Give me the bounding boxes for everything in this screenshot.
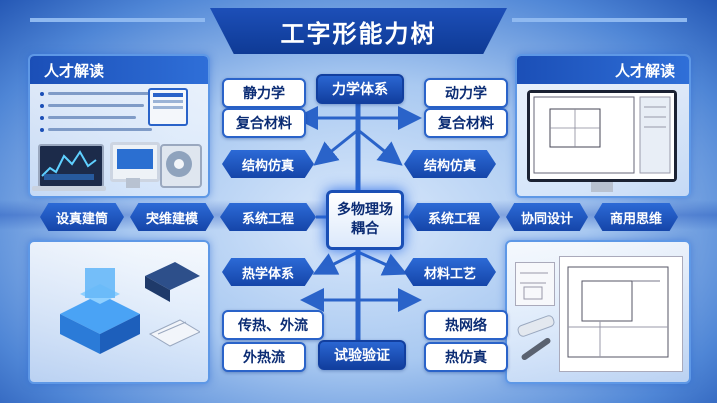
top-right-node-3: 结构仿真 — [404, 150, 496, 178]
fan-icon — [166, 151, 192, 177]
title-wing-right — [512, 18, 687, 22]
laptop-chart-image — [38, 144, 104, 188]
bottom-tree-root: 试验验证 — [318, 340, 406, 370]
flow-step-right-3: 商用思维 — [594, 203, 678, 231]
chart-icon — [41, 150, 97, 180]
monitor-stand — [591, 182, 613, 192]
bottom-left-node-3: 外热流 — [222, 342, 306, 372]
bullet-dot — [40, 104, 44, 108]
text-line — [48, 128, 152, 131]
top-left-node-3: 结构仿真 — [222, 150, 314, 178]
monitor-stand — [126, 178, 140, 188]
left-talent-panel: 人才解读 — [28, 54, 210, 198]
title-wing-left — [30, 18, 205, 22]
left-panel-body — [30, 84, 208, 194]
text-line — [48, 92, 158, 95]
top-left-node-2: 复合材料 — [222, 108, 306, 138]
top-left-node-1: 静力学 — [222, 78, 306, 108]
isometric-models — [60, 262, 200, 354]
bottom-left-node-1: 热学体系 — [222, 258, 314, 286]
blueprint-drawing — [533, 96, 671, 174]
page-title: 工字形能力树 — [280, 19, 437, 48]
bottom-right-node-1: 材料工艺 — [404, 258, 496, 286]
top-right-node-2: 复合材料 — [424, 108, 508, 138]
laptop-base — [32, 186, 106, 191]
floorplan-drawing — [559, 256, 683, 372]
sketch-sheet — [515, 262, 555, 306]
bottom-right-node-3: 热仿真 — [424, 342, 508, 372]
desktop-monitor-image — [110, 142, 160, 182]
title-banner: 工字形能力树 — [210, 8, 507, 54]
right-bottom-panel — [505, 240, 691, 384]
flow-step-left-1: 设真建筒 — [40, 203, 124, 231]
flow-step-right-1: 系统工程 — [408, 203, 500, 231]
center-hub-line-1: 多物理场 — [337, 202, 393, 218]
text-line — [48, 116, 136, 119]
top-right-node-1: 动力学 — [424, 78, 508, 108]
screen-inset-image — [148, 88, 188, 126]
center-hub: 多物理场 耦合 — [326, 190, 404, 250]
flow-step-left-3: 系统工程 — [220, 203, 316, 231]
flow-step-right-2: 协同设计 — [506, 203, 588, 231]
center-hub-line-2: 耦合 — [351, 221, 379, 237]
floorplan-lines — [567, 266, 669, 358]
bullet-dot — [40, 116, 44, 120]
right-panel-heading: 人才解读 — [517, 56, 689, 84]
left-panel-heading: 人才解读 — [30, 56, 208, 84]
fan-device-image — [160, 144, 202, 188]
bullet-dot — [40, 92, 44, 96]
top-tree-root: 力学体系 — [316, 74, 404, 104]
bullet-dot — [40, 128, 44, 132]
right-talent-panel: 人才解读 — [515, 54, 691, 198]
text-line — [48, 104, 144, 107]
bottom-left-node-2: 传热、外流 — [222, 310, 324, 340]
sketch-lines — [520, 272, 548, 300]
bottom-right-node-2: 热网络 — [424, 310, 508, 340]
cad-monitor-image — [527, 90, 677, 182]
left-bottom-panel — [28, 240, 210, 384]
flow-step-left-2: 宊维建模 — [130, 203, 214, 231]
